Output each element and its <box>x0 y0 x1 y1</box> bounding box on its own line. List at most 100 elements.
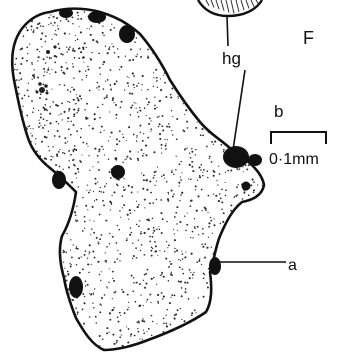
stipple-dot <box>105 260 107 262</box>
stipple-dot <box>25 15 27 17</box>
stipple-dot <box>31 324 32 325</box>
stipple-dot <box>161 272 163 274</box>
stipple-dot <box>42 320 43 321</box>
stipple-dot <box>57 192 58 193</box>
stipple-dot <box>109 243 110 244</box>
stipple-dot <box>15 348 16 349</box>
stipple-dot <box>47 69 49 71</box>
stipple-dot <box>169 21 170 22</box>
stipple-dot <box>224 350 226 352</box>
stipple-dot <box>41 46 42 47</box>
stipple-dot <box>68 108 70 110</box>
stipple-dot <box>20 243 22 245</box>
stipple-dot <box>180 260 181 261</box>
stipple-dot <box>168 346 170 348</box>
stipple-dot <box>220 241 222 243</box>
stipple-dot <box>239 35 241 37</box>
stipple-dot <box>23 312 24 313</box>
leader-line-upper <box>227 16 228 46</box>
stipple-dot <box>9 175 11 177</box>
stipple-dot <box>80 137 82 139</box>
stipple-dot <box>55 308 57 310</box>
stipple-dot <box>45 267 46 268</box>
stipple-dot <box>209 276 210 277</box>
stipple-dot <box>86 190 87 191</box>
stipple-dot <box>40 117 42 119</box>
stipple-dot <box>146 301 147 302</box>
stipple-dot <box>193 272 194 273</box>
stipple-dot <box>62 72 64 74</box>
stipple-dot <box>80 128 81 129</box>
stipple-dot <box>30 12 32 14</box>
stipple-dot <box>46 110 48 112</box>
stipple-dot <box>231 304 232 305</box>
stipple-dot <box>203 296 205 298</box>
stipple-dot <box>37 248 39 250</box>
stipple-dot <box>15 343 17 345</box>
stipple-dot <box>11 214 13 216</box>
stipple-dot <box>226 289 227 290</box>
stipple-dot <box>56 299 57 300</box>
stipple-dot <box>17 155 19 157</box>
stipple-dot <box>147 299 149 301</box>
stipple-dot <box>73 115 75 117</box>
stipple-dot <box>154 105 156 107</box>
stipple-dot <box>191 253 193 255</box>
stipple-dot <box>240 36 242 38</box>
stipple-dot <box>33 77 35 79</box>
stipple-dot <box>208 222 210 224</box>
stipple-dot <box>29 263 30 264</box>
stipple-dot <box>166 148 167 149</box>
stipple-dot <box>231 138 232 139</box>
stipple-dot <box>198 76 200 78</box>
stipple-dot <box>185 230 187 232</box>
stipple-dot <box>258 130 259 131</box>
stipple-dot <box>117 258 119 260</box>
stipple-dot <box>171 110 172 111</box>
stipple-dot <box>253 285 255 287</box>
stipple-dot <box>264 350 266 352</box>
stipple-dot <box>183 320 185 322</box>
stipple-dot <box>94 148 96 150</box>
stipple-dot <box>47 273 48 274</box>
stipple-dot <box>112 334 114 336</box>
stipple-dot <box>32 230 33 231</box>
stipple-dot <box>60 303 62 305</box>
stipple-dot <box>227 82 229 84</box>
stipple-dot <box>193 27 194 28</box>
stipple-dot <box>192 170 194 172</box>
stipple-dot <box>85 250 87 252</box>
stipple-dot <box>165 258 167 260</box>
stipple-dot <box>84 296 85 297</box>
stipple-dot <box>257 309 259 311</box>
stipple-dot <box>108 140 109 141</box>
stipple-dot <box>138 24 139 25</box>
stipple-dot <box>55 232 57 234</box>
stipple-dot <box>97 161 98 162</box>
hatch-line <box>251 0 254 7</box>
stipple-dot <box>266 196 267 197</box>
stipple-dot <box>124 89 125 90</box>
stipple-dot <box>86 143 88 145</box>
stipple-dot <box>40 192 42 194</box>
stipple-dot <box>230 204 232 206</box>
stipple-dot <box>30 128 31 129</box>
stipple-dot <box>52 329 54 331</box>
stipple-dot <box>49 57 51 59</box>
stipple-dot <box>264 265 266 267</box>
stipple-dot <box>118 321 120 323</box>
panel-letter: F <box>303 28 314 48</box>
stipple-dot <box>180 194 182 196</box>
stipple-dot <box>199 175 200 176</box>
stipple-dot <box>141 231 142 232</box>
stipple-dot <box>98 52 100 54</box>
stipple-dot <box>48 146 49 147</box>
stipple-dot <box>19 302 21 304</box>
stipple-dot <box>243 192 245 194</box>
stipple-dot <box>76 130 78 132</box>
stipple-dot <box>146 219 148 221</box>
stipple-dot <box>104 294 106 296</box>
stipple-dot <box>39 215 41 217</box>
stipple-dot <box>154 353 156 355</box>
stipple-dot <box>214 21 215 22</box>
